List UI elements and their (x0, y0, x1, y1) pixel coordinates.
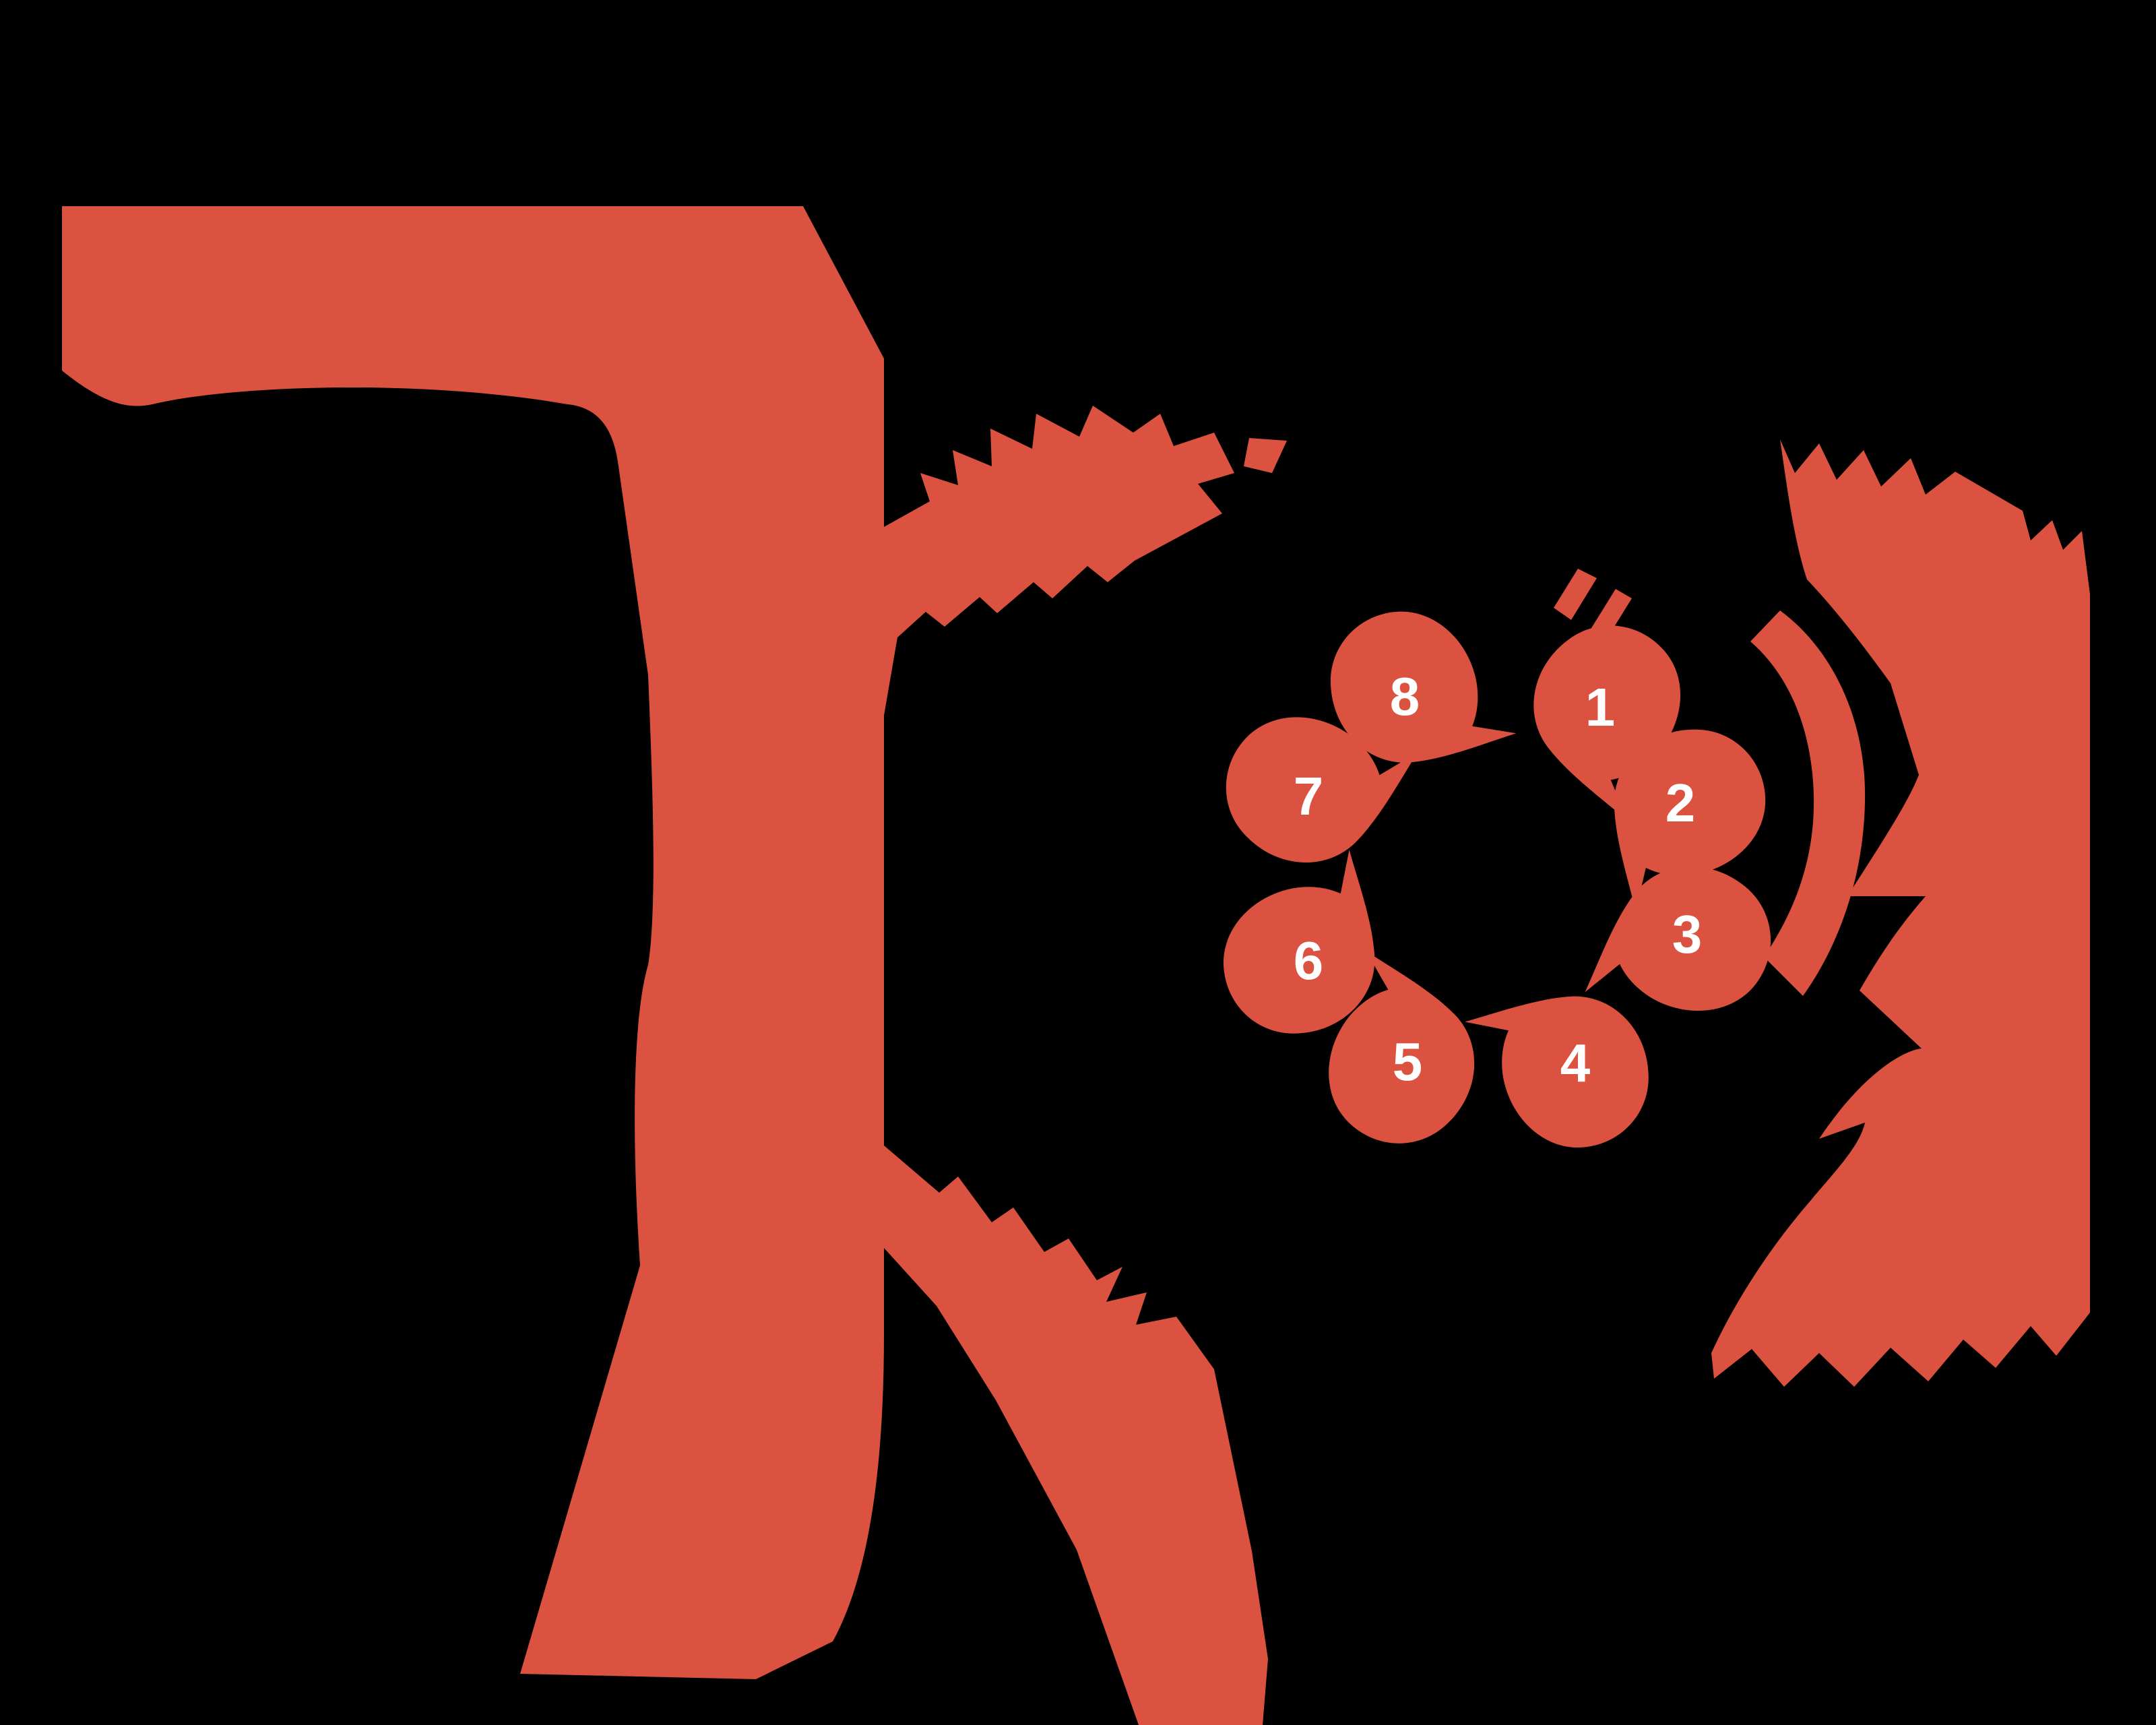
k-arm-shape (884, 406, 1234, 716)
cycle-step-numbers: 1 2 3 4 5 6 7 8 (1294, 666, 1703, 1093)
step-number-7: 7 (1294, 766, 1324, 826)
k-leg-shape (884, 1146, 1268, 1725)
step-number-1: 1 (1585, 677, 1616, 737)
step-number-8: 8 (1390, 666, 1420, 726)
cycle-petal-8 (1330, 611, 1517, 763)
cycle-petal-5 (1329, 951, 1475, 1143)
slash-fragment-1 (1554, 569, 1597, 620)
right-inner-chevron (1750, 610, 1866, 996)
cycle-petal-3 (1585, 867, 1771, 1011)
step-number-3: 3 (1672, 904, 1703, 964)
step-number-4: 4 (1560, 1033, 1591, 1093)
slash-fragment-2 (1591, 589, 1632, 637)
cycle-petal-7 (1226, 717, 1418, 862)
cycle-petal-2 (1614, 729, 1766, 912)
step-number-2: 2 (1666, 773, 1696, 833)
step-number-6: 6 (1294, 931, 1324, 991)
cycle-petal-4 (1465, 996, 1649, 1148)
red-shapes (62, 206, 2090, 1725)
cycle-petal-1 (1533, 625, 1681, 821)
step-number-5: 5 (1393, 1032, 1423, 1092)
cycle-petal-6 (1224, 850, 1375, 1034)
cycle-ring (1224, 611, 1771, 1148)
left-frame-shape (62, 206, 884, 1679)
right-chevron-mass (1711, 439, 2090, 1387)
k-arm-fragment (1244, 438, 1287, 473)
